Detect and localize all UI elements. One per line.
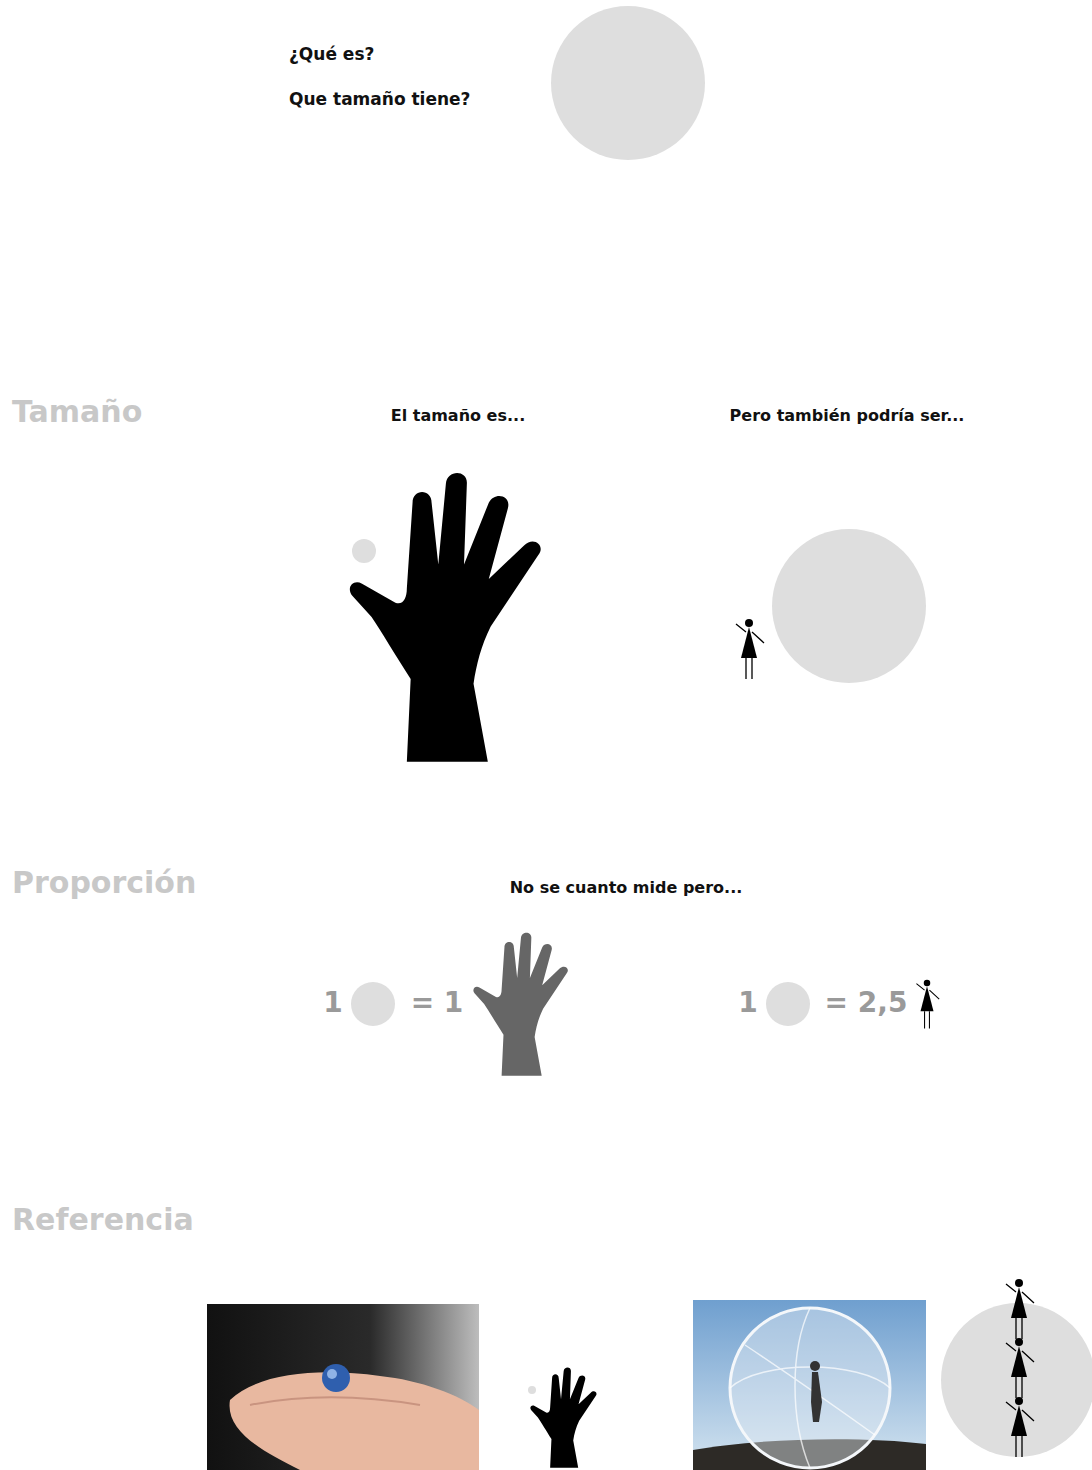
small-circle <box>528 1386 536 1394</box>
section-heading: Proporción <box>12 865 196 901</box>
photo-hand-globe <box>207 1304 479 1470</box>
question-text: Que tamaño tiene? <box>289 89 470 109</box>
subheading: Pero también podría ser... <box>730 406 965 425</box>
question-text: ¿Qué es? <box>289 44 374 64</box>
small-circle <box>351 982 395 1026</box>
subheading: El tamaño es... <box>391 406 525 425</box>
gray-circle <box>551 6 705 160</box>
person-figure <box>1006 1279 1034 1339</box>
hand-silhouette <box>350 473 541 762</box>
hand-silhouette <box>530 1368 596 1468</box>
big-circle <box>772 529 926 683</box>
person-figure <box>736 619 764 679</box>
photo-zorb-ball <box>693 1300 926 1470</box>
proportion-number: = 2,5 <box>825 986 908 1020</box>
person-figure <box>1006 1397 1034 1457</box>
proportion-number: 1 <box>738 986 757 1020</box>
hand-silhouette <box>473 933 567 1076</box>
small-circle <box>352 539 376 563</box>
proportion-number: = 1 <box>411 986 464 1020</box>
section-heading: Referencia <box>12 1202 194 1238</box>
section-heading: Tamaño <box>12 394 142 430</box>
subheading: No se cuanto mide pero... <box>510 878 743 897</box>
proportion-number: 1 <box>323 986 342 1020</box>
small-circle <box>766 982 810 1026</box>
person-figure <box>916 980 939 1029</box>
person-figure <box>1006 1338 1034 1398</box>
